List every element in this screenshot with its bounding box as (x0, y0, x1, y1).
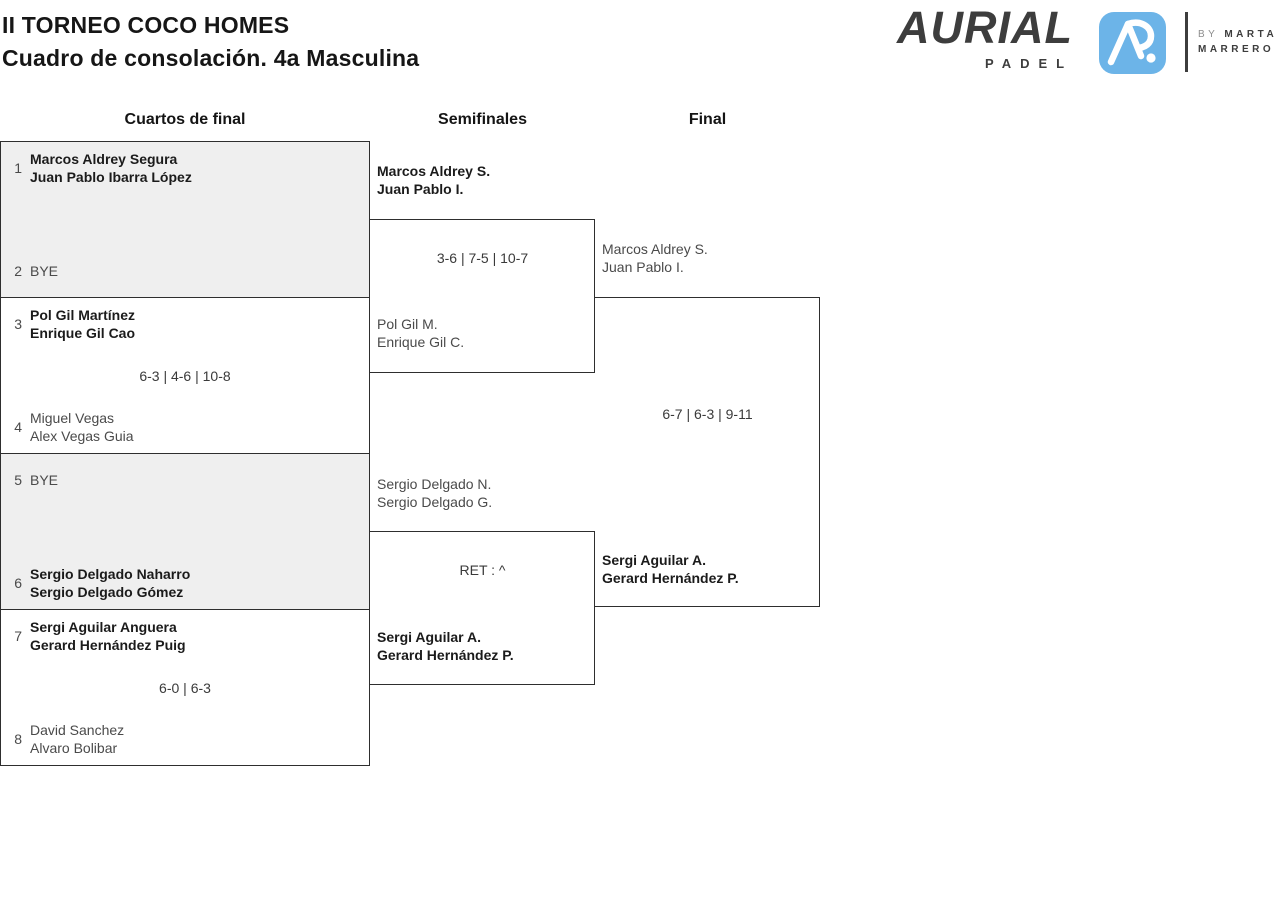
match-qf-3: 5 BYE 6 Sergio Delgado Naharro Sergio De… (1, 454, 369, 610)
team-names: Pol Gil M. Enrique Gil C. (377, 316, 465, 350)
match-sf-1-box (369, 219, 595, 373)
round-header-final: Final (688, 111, 727, 128)
aurial-monogram-icon (1099, 12, 1166, 74)
logo-divider (1185, 12, 1188, 72)
logo-wordmark: AURIAL (897, 2, 1073, 53)
team-names: Miguel Vegas Alex Vegas Guia (30, 410, 134, 444)
team-names: Sergio Delgado Naharro Sergio Delgado Gó… (30, 566, 191, 600)
team-row: 3 Pol Gil Martínez Enrique Gil Cao (9, 306, 361, 342)
aurial-padel-logo: AURIAL PADEL BY MARTA MARRERO (897, 2, 1277, 80)
match-score: RET : ^ (459, 562, 506, 578)
seed-number: 3 (14, 316, 22, 332)
team-names: Marcos Aldrey S. Juan Pablo I. (377, 163, 491, 197)
byline-name-bottom: MARRERO (1198, 44, 1275, 55)
seed-number: 1 (14, 160, 22, 176)
team-names: Marcos Aldrey Segura Juan Pablo Ibarra L… (30, 151, 192, 185)
team-names: BYE (30, 472, 59, 488)
team-row: 4 Miguel Vegas Alex Vegas Guia (9, 409, 361, 445)
team-row: 2 BYE (9, 253, 361, 289)
quarterfinals-column: 1 Marcos Aldrey Segura Juan Pablo Ibarra… (0, 141, 370, 766)
seed-number: 7 (14, 628, 22, 644)
logo-byline: BY MARTA MARRERO (1198, 27, 1277, 57)
team-names: Marcos Aldrey S. Juan Pablo I. (602, 241, 708, 275)
team-names: Sergi Aguilar A. Gerard Hernández P. (377, 629, 514, 663)
team-row: 7 Sergi Aguilar Anguera Gerard Hernández… (9, 618, 361, 654)
page-subtitle: Cuadro de consolación. 4a Masculina (2, 45, 420, 71)
team-names: Sergi Aguilar Anguera Gerard Hernández P… (30, 619, 186, 653)
seed-number: 4 (14, 419, 22, 435)
byline-name-top: MARTA (1224, 29, 1278, 40)
match-score: 3-6 | 7-5 | 10-7 (436, 250, 529, 266)
team-row: 6 Sergio Delgado Naharro Sergio Delgado … (9, 565, 361, 601)
match-qf-2: 3 Pol Gil Martínez Enrique Gil Cao 6-3 |… (1, 298, 369, 454)
round-header-quarterfinals: Cuartos de final (124, 111, 246, 128)
team-names: Sergio Delgado N. Sergio Delgado G. (377, 476, 493, 510)
seed-number: 6 (14, 575, 22, 591)
match-final-box (595, 297, 820, 607)
match-qf-4: 7 Sergi Aguilar Anguera Gerard Hernández… (1, 610, 369, 765)
team-row: 8 David Sanchez Alvaro Bolibar (9, 721, 361, 757)
team-row: 5 BYE (9, 462, 361, 498)
match-score: 6-7 | 6-3 | 9-11 (662, 406, 753, 422)
seed-number: 2 (14, 263, 22, 279)
match-qf-1: 1 Marcos Aldrey Segura Juan Pablo Ibarra… (1, 142, 369, 298)
round-header-semifinals: Semifinales (438, 111, 527, 128)
team-names: Pol Gil Martínez Enrique Gil Cao (30, 307, 136, 341)
page-title: II TORNEO COCO HOMES (2, 12, 290, 38)
team-names: David Sanchez Alvaro Bolibar (30, 722, 125, 756)
match-sf-2-box (369, 531, 595, 685)
seed-number: 5 (14, 472, 22, 488)
match-score: 6-3 | 4-6 | 10-8 (139, 367, 231, 384)
team-names: BYE (30, 263, 59, 279)
match-score: 6-0 | 6-3 (159, 679, 211, 696)
byline-prefix: BY (1198, 29, 1219, 40)
team-row: 1 Marcos Aldrey Segura Juan Pablo Ibarra… (9, 150, 361, 186)
logo-wordmark-sub: PADEL (985, 56, 1074, 71)
seed-number: 8 (14, 731, 22, 747)
team-names: Sergi Aguilar A. Gerard Hernández P. (602, 552, 739, 586)
